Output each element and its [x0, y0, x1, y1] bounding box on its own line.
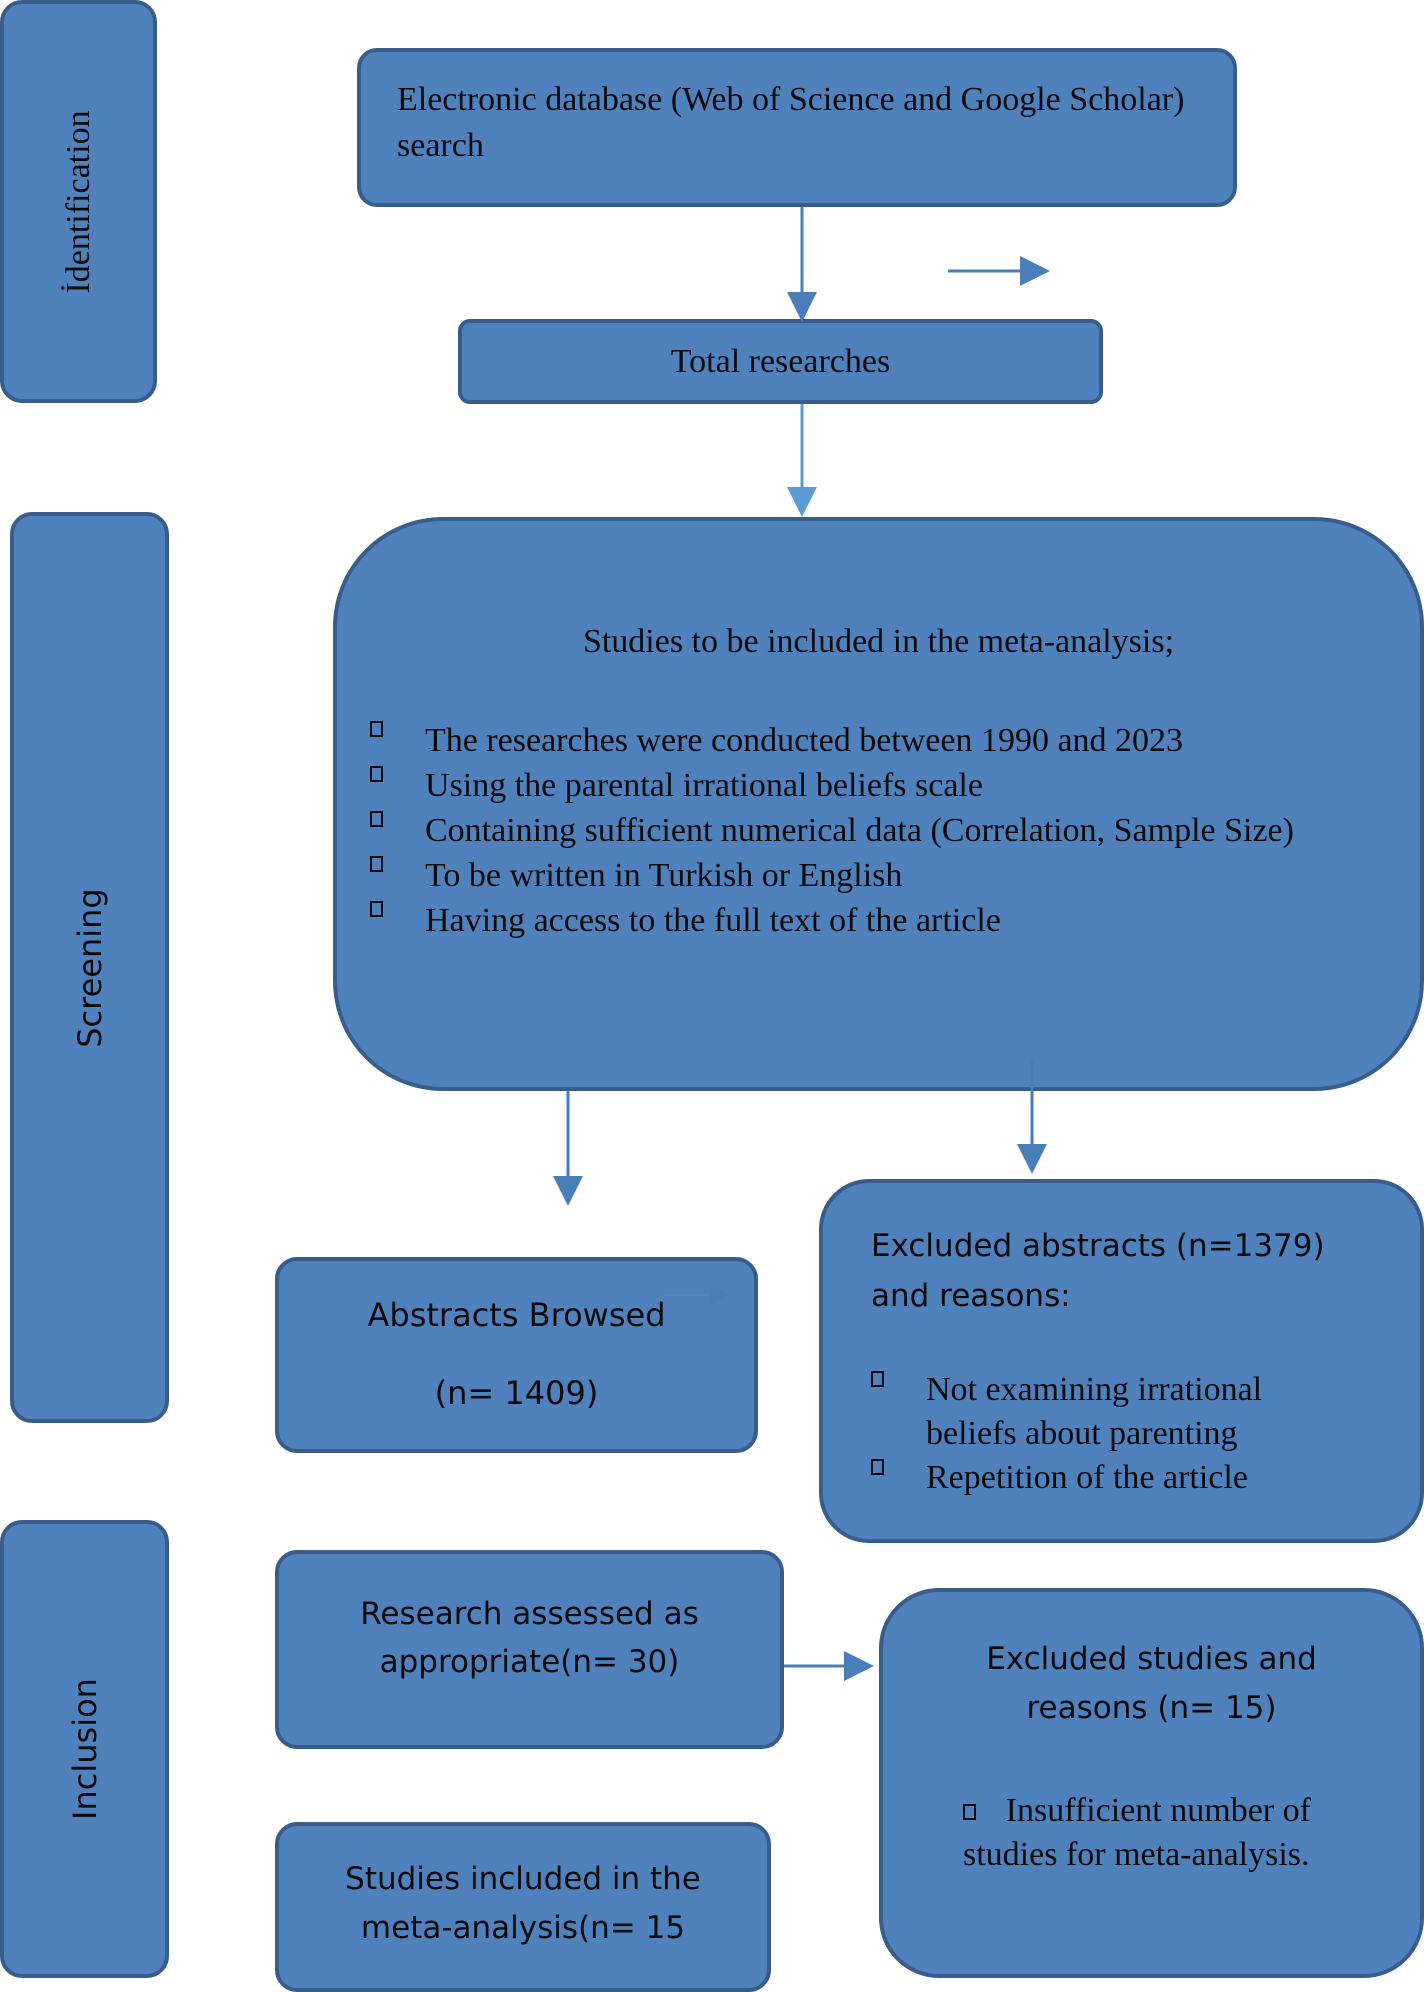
database-search-box: Electronic database (Web of Science and … — [357, 48, 1237, 207]
excluded-studies-box: Excluded studies and reasons (n= 15) Ins… — [879, 1588, 1424, 1978]
included-studies-box: Studies included in the meta-analysis(n=… — [275, 1822, 771, 1992]
abstracts-browsed-count: (n= 1409) — [434, 1374, 599, 1412]
excluded-studies-title: Excluded studies and reasons (n= 15) — [986, 1641, 1317, 1726]
criteria-item: The researches were conducted between 19… — [370, 718, 1294, 763]
reason-item: Not examining irrational beliefs about p… — [871, 1368, 1360, 1456]
checkbox-glyph-icon — [370, 721, 383, 737]
checkbox-glyph-icon — [871, 1371, 884, 1387]
abstracts-browsed-box: Abstracts Browsed (n= 1409) — [275, 1257, 758, 1453]
total-researches-box: Total researches — [458, 319, 1103, 404]
checkbox-glyph-icon — [871, 1459, 884, 1475]
assessed-box: Research assessed as appropriate(n= 30) — [275, 1550, 784, 1749]
reason-item: Repetition of the article — [871, 1456, 1360, 1500]
included-studies-text: Studies included in the meta-analysis(n=… — [345, 1861, 701, 1946]
excluded-abstracts-box: Excluded abstracts (n=1379) and reasons:… — [819, 1179, 1424, 1543]
checkbox-glyph-icon — [370, 901, 383, 917]
excluded-abstracts-title: Excluded abstracts (n=1379) and reasons: — [871, 1228, 1325, 1314]
checkbox-glyph-icon — [370, 766, 383, 782]
stage-inclusion: Inclusion — [0, 1520, 169, 1978]
checkbox-glyph-icon — [370, 811, 383, 827]
abstracts-browsed-title: Abstracts Browsed — [367, 1296, 666, 1334]
criteria-heading: Studies to be included in the meta-analy… — [582, 623, 1175, 660]
criteria-list: The researches were conducted between 19… — [370, 718, 1294, 943]
checkbox-glyph-icon — [963, 1804, 976, 1820]
checkbox-glyph-icon — [370, 856, 383, 872]
assessed-text: Research assessed as appropriate(n= 30) — [360, 1596, 699, 1680]
criteria-item: Having access to the full text of the ar… — [370, 898, 1294, 943]
database-search-text: Electronic database (Web of Science and … — [397, 81, 1185, 164]
stage-screening: Screening — [10, 512, 169, 1423]
inclusion-criteria-box: Studies to be included in the meta-analy… — [333, 517, 1424, 1091]
reason-item: Insufficient number of studies for meta-… — [963, 1792, 1311, 1873]
criteria-item: To be written in Turkish or English — [370, 853, 1294, 898]
total-researches-text: Total researches — [670, 342, 891, 380]
stage-identification: İdentification — [0, 0, 157, 403]
excluded-studies-reasons: Insufficient number of studies for meta-… — [963, 1789, 1390, 1877]
criteria-item: Containing sufficient numerical data (Co… — [370, 808, 1294, 853]
criteria-item: Using the parental irrational beliefs sc… — [370, 763, 1294, 808]
excluded-abstracts-reasons: Not examining irrational beliefs about p… — [871, 1368, 1360, 1500]
